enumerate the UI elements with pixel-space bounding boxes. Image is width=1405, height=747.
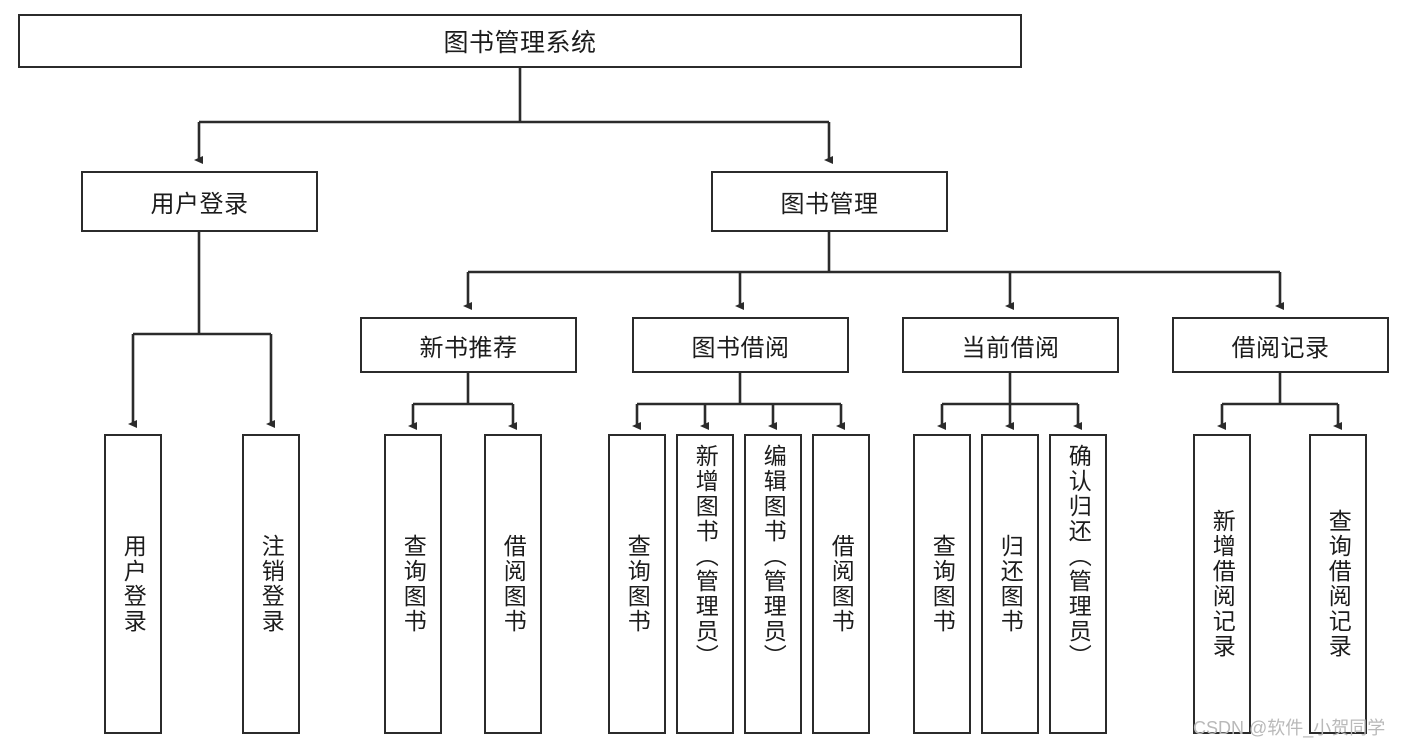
leaf-borrow-borrow-book[interactable]: 借阅图书 xyxy=(812,434,870,734)
node-label: 借阅图书 xyxy=(500,534,527,634)
node-current-borrow[interactable]: 当前借阅 xyxy=(902,317,1119,373)
node-label: 查询图书 xyxy=(400,534,427,634)
leaf-recommend-borrow-book[interactable]: 借阅图书 xyxy=(484,434,542,734)
node-label: 图书管理系统 xyxy=(443,29,597,57)
node-label: 新增图书（管理员） xyxy=(692,444,719,669)
node-label: 借阅图书 xyxy=(828,534,855,634)
leaf-borrow-query-book[interactable]: 查询图书 xyxy=(608,434,666,734)
leaf-user-login-login[interactable]: 用户登录 xyxy=(104,434,162,734)
node-label: 用户登录 xyxy=(120,534,147,634)
node-label: 用户登录 xyxy=(150,191,249,218)
node-label: 注销登录 xyxy=(258,534,285,634)
node-label: 查询图书 xyxy=(624,534,651,634)
node-label: 查询借阅记录 xyxy=(1325,509,1352,659)
node-label: 确认归还（管理员） xyxy=(1065,444,1092,669)
leaf-record-query-record[interactable]: 查询借阅记录 xyxy=(1309,434,1367,734)
leaf-borrow-edit-book-admin[interactable]: 编辑图书（管理员） xyxy=(744,434,802,734)
node-book-management[interactable]: 图书管理 xyxy=(711,171,948,232)
watermark-text: CSDN @软件_小贺同学 xyxy=(1193,718,1386,738)
node-label: 图书借阅 xyxy=(691,334,790,362)
node-user-login[interactable]: 用户登录 xyxy=(81,171,318,232)
leaf-record-add-record[interactable]: 新增借阅记录 xyxy=(1193,434,1251,734)
leaf-borrow-add-book-admin[interactable]: 新增图书（管理员） xyxy=(676,434,734,734)
node-new-book-recommend[interactable]: 新书推荐 xyxy=(360,317,577,373)
leaf-user-login-logout[interactable]: 注销登录 xyxy=(242,434,300,734)
leaf-current-confirm-return-admin[interactable]: 确认归还（管理员） xyxy=(1049,434,1107,734)
node-label: 当前借阅 xyxy=(961,334,1060,362)
node-label: 图书管理 xyxy=(780,191,879,218)
node-label: 新书推荐 xyxy=(419,334,518,362)
leaf-current-query-book[interactable]: 查询图书 xyxy=(913,434,971,734)
node-borrow-record[interactable]: 借阅记录 xyxy=(1172,317,1389,373)
leaf-current-return-book[interactable]: 归还图书 xyxy=(981,434,1039,734)
leaf-recommend-query-book[interactable]: 查询图书 xyxy=(384,434,442,734)
node-label: 借阅记录 xyxy=(1231,334,1330,362)
node-label: 新增借阅记录 xyxy=(1209,509,1236,659)
node-label: 查询图书 xyxy=(929,534,956,634)
node-label: 归还图书 xyxy=(997,534,1024,634)
node-root-system[interactable]: 图书管理系统 xyxy=(18,14,1022,68)
node-book-borrow[interactable]: 图书借阅 xyxy=(632,317,849,373)
node-label: 编辑图书（管理员） xyxy=(760,444,787,669)
